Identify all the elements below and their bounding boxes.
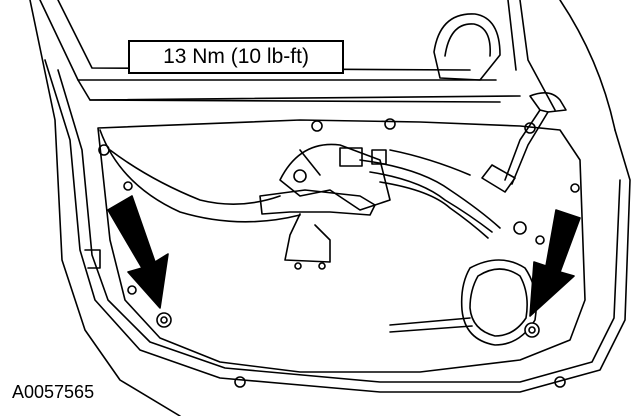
trim-panel-screw-right bbox=[524, 322, 540, 338]
window-frame bbox=[39, 0, 616, 131]
arrow-right-screw bbox=[529, 209, 581, 317]
door-outer-shell bbox=[29, 0, 631, 416]
figure-id: A0057565 bbox=[12, 382, 95, 402]
door-inner-panel bbox=[97, 118, 586, 388]
mirror-housing bbox=[433, 13, 501, 81]
speaker-opening bbox=[389, 259, 538, 346]
door-handle-mechanism bbox=[259, 143, 391, 270]
wiring-harness bbox=[339, 92, 567, 239]
torque-callout: 13 Nm (10 lb-ft) bbox=[128, 40, 344, 74]
arrow-left-screw bbox=[107, 195, 169, 309]
trim-panel-screw-left bbox=[156, 312, 172, 328]
